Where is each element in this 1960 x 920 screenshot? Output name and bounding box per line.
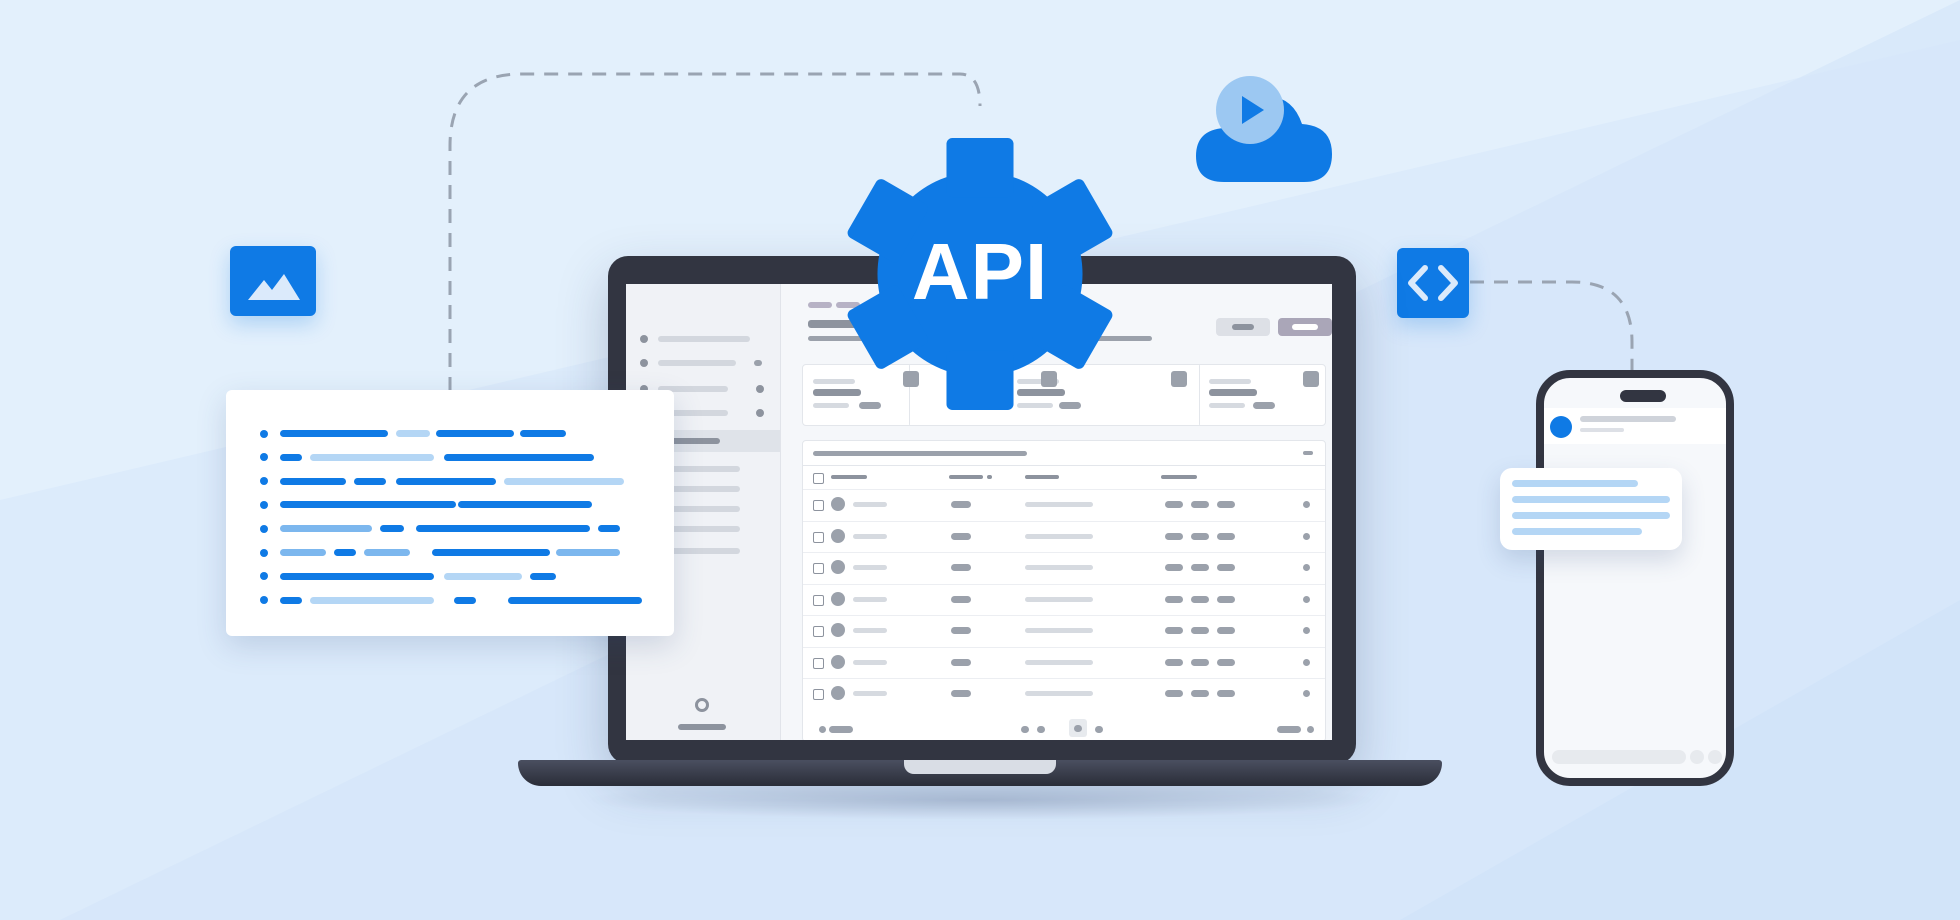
row-avatar-icon xyxy=(831,528,845,543)
row-checkbox[interactable] xyxy=(813,531,824,543)
row-checkbox[interactable] xyxy=(813,594,824,606)
laptop-hinge-notch xyxy=(904,760,1056,774)
message-input[interactable] xyxy=(1552,750,1686,764)
row-menu-icon[interactable] xyxy=(1303,627,1310,634)
dashed-connector-left xyxy=(448,72,982,391)
rows-per-page[interactable] xyxy=(829,726,853,733)
row-menu-icon[interactable] xyxy=(1303,658,1310,666)
row-avatar-icon xyxy=(831,654,845,669)
laptop-shadow xyxy=(580,780,1380,820)
dashed-connector-right xyxy=(1470,280,1634,372)
stat-icon xyxy=(903,371,919,387)
table-row[interactable] xyxy=(803,678,1325,709)
table-row[interactable] xyxy=(803,520,1325,552)
row-menu-icon[interactable] xyxy=(1303,501,1310,508)
dashboard-main xyxy=(796,284,1332,740)
row-avatar-icon xyxy=(831,591,845,606)
phone-header xyxy=(1544,408,1726,444)
select-all-checkbox[interactable] xyxy=(813,473,824,484)
phone xyxy=(1536,370,1734,786)
data-table xyxy=(802,440,1326,740)
table-header xyxy=(803,465,1325,490)
code-icon-tile xyxy=(1397,248,1469,318)
row-checkbox[interactable] xyxy=(813,500,824,511)
secondary-button[interactable] xyxy=(1216,318,1270,336)
row-avatar-icon xyxy=(831,686,845,700)
primary-button[interactable] xyxy=(1278,318,1332,336)
page-current[interactable] xyxy=(1069,719,1087,737)
stat-icon xyxy=(1171,371,1187,387)
gear-icon: API xyxy=(842,134,1118,414)
send-button[interactable] xyxy=(1708,750,1722,764)
image-icon-tile xyxy=(230,246,316,316)
table-row[interactable] xyxy=(803,583,1325,615)
row-checkbox[interactable] xyxy=(813,689,824,700)
table-row[interactable] xyxy=(803,552,1325,583)
cloud-play-icon xyxy=(1196,76,1332,182)
api-label: API xyxy=(911,227,1049,316)
phone-notch xyxy=(1620,390,1666,402)
row-menu-icon[interactable] xyxy=(1303,690,1310,697)
row-checkbox[interactable] xyxy=(813,657,824,669)
pagination xyxy=(803,717,1325,740)
user-avatar-icon[interactable] xyxy=(695,698,709,712)
stats-cards xyxy=(802,364,1326,426)
row-avatar-icon xyxy=(831,497,845,511)
table-row[interactable] xyxy=(803,489,1325,520)
table-row[interactable] xyxy=(803,615,1325,646)
attach-button[interactable] xyxy=(1690,750,1704,764)
stat-icon xyxy=(1303,371,1319,387)
row-menu-icon[interactable] xyxy=(1303,564,1310,571)
row-avatar-icon xyxy=(831,623,845,637)
chat-message-bubble xyxy=(1500,468,1682,550)
row-menu-icon[interactable] xyxy=(1303,532,1310,540)
image-icon xyxy=(248,274,300,300)
row-menu-icon[interactable] xyxy=(1303,595,1310,603)
table-row[interactable] xyxy=(803,646,1325,678)
code-snippet-card xyxy=(226,390,674,636)
row-checkbox[interactable] xyxy=(813,626,824,637)
code-brackets-icon xyxy=(1408,265,1458,301)
stat-icon xyxy=(1041,371,1057,387)
row-checkbox[interactable] xyxy=(813,563,824,574)
contact-avatar xyxy=(1550,416,1572,438)
row-avatar-icon xyxy=(831,560,845,574)
